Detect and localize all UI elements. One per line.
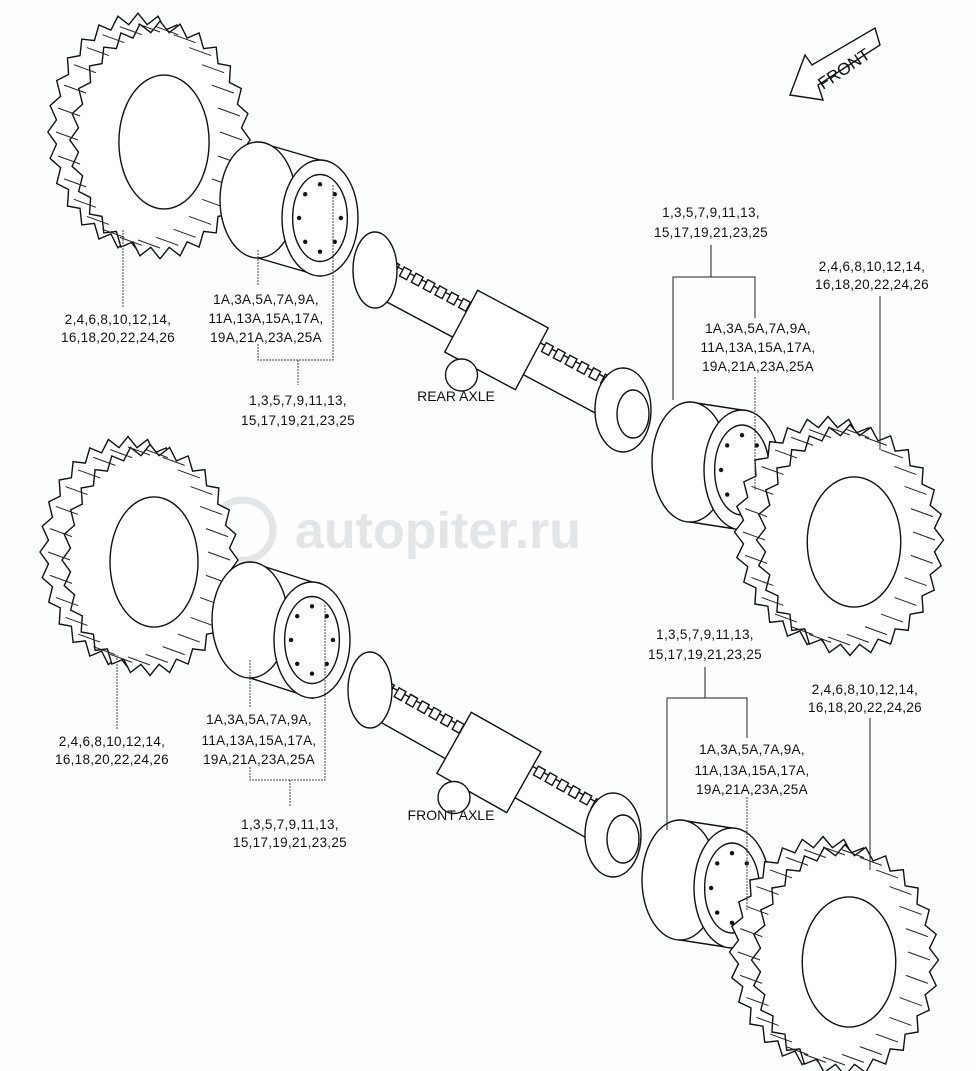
callout: 19A,21A,23A,25A	[210, 330, 322, 345]
front-axle-group: FRONT AXLE 2,4,6,8,10,12,14, 16,18,20,22…	[55, 605, 922, 910]
front-right-tire	[728, 835, 940, 1071]
callout: 15,17,19,21,23,25	[654, 225, 768, 240]
callout: 19A,21A,23A,25A	[696, 782, 808, 797]
front-left-rim	[211, 561, 351, 699]
callout: 15,17,19,21,23,25	[241, 413, 355, 428]
callout: 2,4,6,8,10,12,14,	[812, 682, 918, 697]
front-axle-housing	[347, 651, 642, 878]
callout: 16,18,20,22,24,26	[808, 700, 922, 715]
watermark-text: autopiter.ru	[295, 502, 581, 560]
callout: 1A,3A,5A,7A,9A,	[213, 292, 319, 307]
callout: 11A,13A,15A,17A,	[695, 763, 810, 778]
callout: 16,18,20,22,24,26	[815, 277, 929, 292]
callout: 2,4,6,8,10,12,14,	[59, 734, 165, 749]
callout: 1A,3A,5A,7A,9A,	[705, 321, 811, 336]
rear-left-rim	[219, 141, 359, 277]
callout: 16,18,20,22,24,26	[55, 752, 169, 767]
rear-axle-group: REAR AXLE 2,4,6,8,10,12,14, 16,18,20,22,…	[61, 185, 929, 490]
front-axle-title: FRONT AXLE	[408, 807, 495, 823]
rear-right-tire	[733, 415, 945, 657]
callout: 2,4,6,8,10,12,14,	[819, 259, 925, 274]
rear-axle-title: REAR AXLE	[417, 388, 495, 404]
callout: 1,3,5,7,9,11,13,	[249, 393, 347, 408]
callout: 19A,21A,23A,25A	[702, 359, 814, 374]
rear-left-tire	[46, 12, 252, 260]
callout: 11A,13A,15A,17A,	[209, 311, 324, 326]
watermark: autopiter.ru	[209, 496, 581, 564]
front-arrow-icon: FRONT	[789, 26, 881, 101]
callout: 15,17,19,21,23,25	[648, 647, 762, 662]
callout: 1A,3A,5A,7A,9A,	[206, 712, 312, 727]
callout: 1,3,5,7,9,11,13,	[241, 817, 339, 832]
callout: 2,4,6,8,10,12,14,	[65, 312, 171, 327]
callout: 1,3,5,7,9,11,13,	[662, 205, 760, 220]
callout: 1A,3A,5A,7A,9A,	[699, 742, 805, 757]
front-left-tire	[39, 435, 239, 677]
callout: 11A,13A,15A,17A,	[701, 340, 816, 355]
callout: 19A,21A,23A,25A	[203, 752, 315, 767]
callout: 11A,13A,15A,17A,	[202, 733, 317, 748]
rear-axle-housing	[352, 231, 652, 453]
callout: 16,18,20,22,24,26	[61, 330, 175, 345]
callout: 1,3,5,7,9,11,13,	[656, 627, 754, 642]
callout: 15,17,19,21,23,25	[233, 835, 347, 850]
